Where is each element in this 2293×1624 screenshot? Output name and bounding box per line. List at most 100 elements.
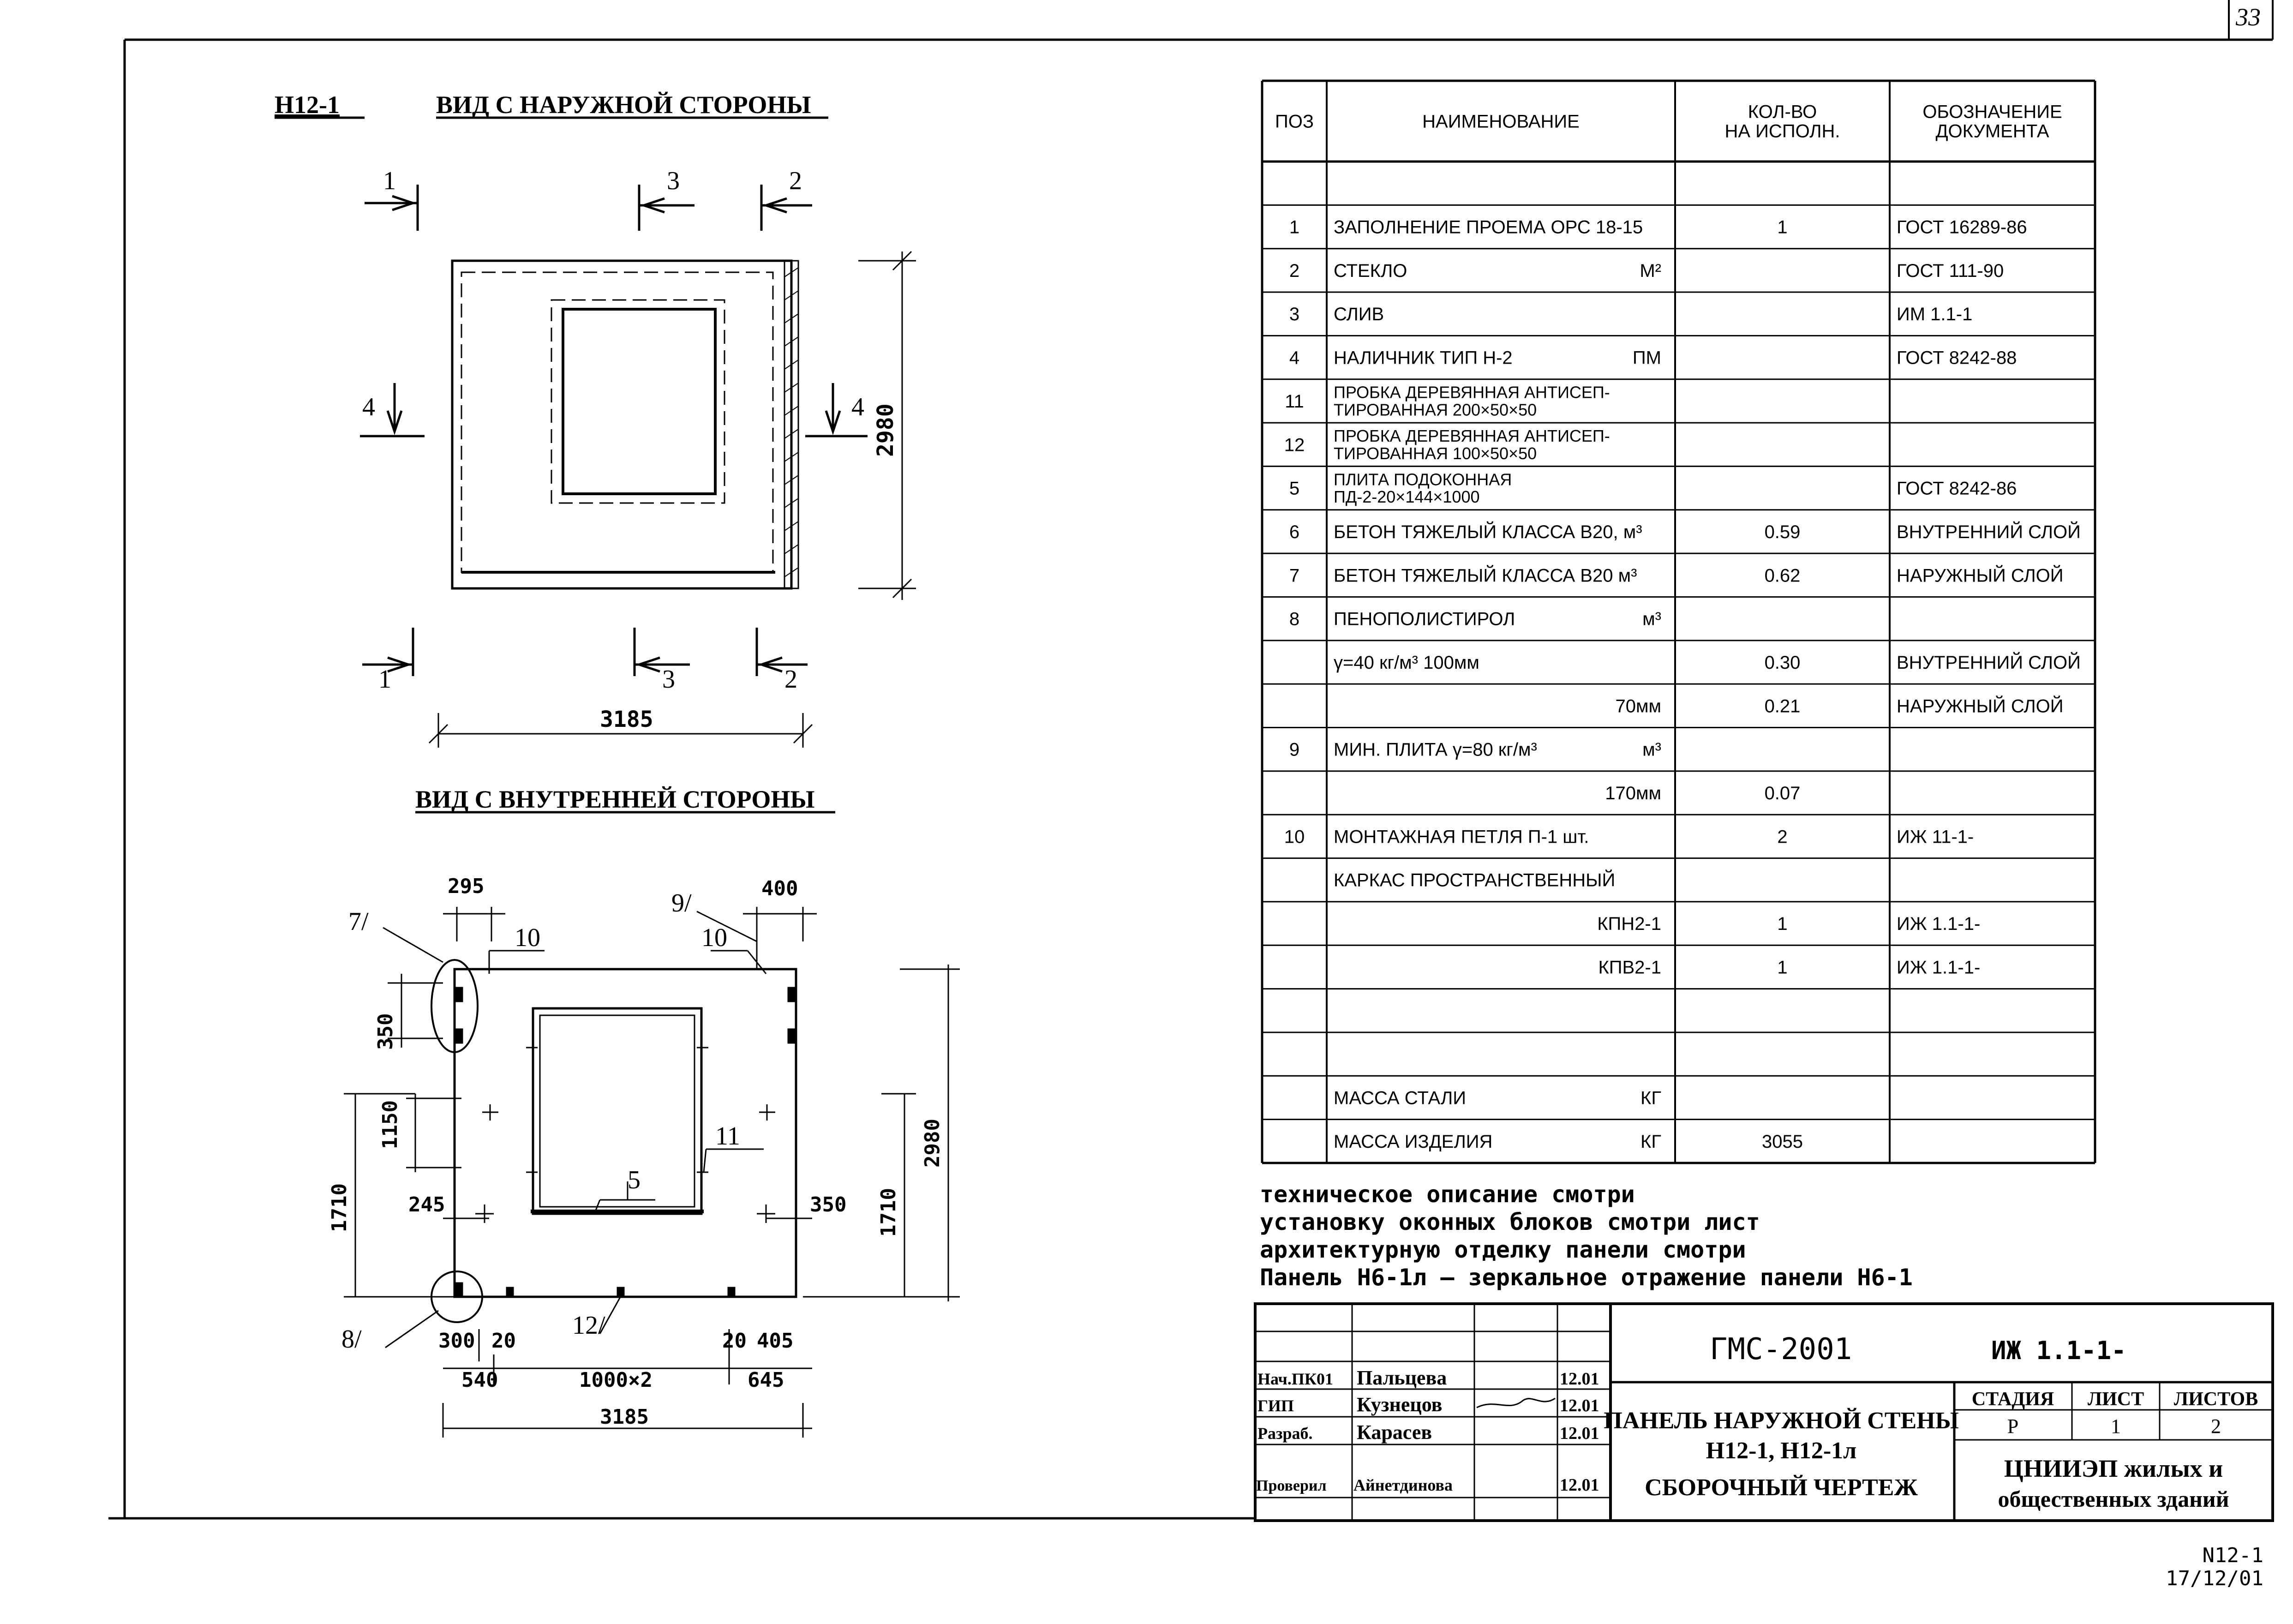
spec-row-qty: 1 — [1777, 217, 1787, 238]
spec-row-pos: 6 — [1289, 522, 1299, 542]
spec-row-doc: ГОСТ 111-90 — [1897, 261, 2004, 281]
spec-row-name: МАССА СТАЛИ — [1334, 1088, 1466, 1108]
title-block-grid — [1254, 1302, 2274, 1522]
spec-row-qty: 0.59 — [1765, 522, 1801, 542]
spec-row-name: КПВ2-1 — [1598, 957, 1661, 977]
spec-row-name: СЛИВ — [1334, 304, 1384, 324]
tb-org-2: общественных зданий — [1998, 1486, 2229, 1512]
spec-row-pos: 10 — [1284, 827, 1305, 847]
spec-row-name: γ=40 кг/м³ 100мм — [1334, 653, 1479, 673]
outer-panel-hatch — [784, 267, 799, 577]
cut-label-1-top: 1 — [383, 167, 396, 195]
tb-sheets-label: ЛИСТОВ — [2174, 1389, 2258, 1410]
spec-row-doc: ИЖ 11-1- — [1897, 827, 1974, 847]
spec-row-name: СТЕКЛО — [1334, 261, 1407, 281]
spec-row-doc: ВНУТРЕННИЙ СЛОЙ — [1897, 652, 2081, 673]
bottom-code: N12-1 — [2203, 1544, 2263, 1567]
tb-org-1: ЦНИИЭП жилых и — [2004, 1455, 2223, 1482]
spec-row-unit: КГ — [1640, 1088, 1661, 1108]
spec-row-pos: 4 — [1289, 348, 1299, 368]
leader-12: 12/ — [572, 1311, 605, 1340]
spec-row-unit: ПМ — [1633, 348, 1661, 368]
dim-2980: 2980 — [921, 1119, 944, 1168]
dim-20a: 20 — [491, 1329, 516, 1353]
spec-row-unit: м³ — [1642, 740, 1661, 760]
cut-label-2-top: 2 — [789, 167, 802, 195]
tb-signer-role-1: Нач.ПК01 — [1257, 1370, 1333, 1388]
dim-1150: 1150 — [378, 1100, 402, 1149]
tb-signer-name-2: Кузнецов — [1357, 1393, 1442, 1416]
tb-sheets: 2 — [2211, 1415, 2221, 1438]
dim-645: 645 — [748, 1368, 784, 1392]
leader-5: 5 — [628, 1166, 641, 1194]
tb-title-2: Н12-1, Н12-1л — [1706, 1438, 1857, 1464]
outer-panel — [451, 259, 799, 590]
note-line-1: техническое описание смотри — [1260, 1181, 1635, 1208]
spec-row-pos: 1 — [1289, 217, 1299, 238]
tb-signer-name-3: Карасев — [1357, 1421, 1432, 1444]
spec-row-doc: ИМ 1.1-1 — [1897, 304, 1972, 324]
title-block: ГМС-2001 ИЖ 1.1-1- ПАНЕЛЬ НАРУЖНОЙ СТЕНЫ… — [1254, 1302, 2274, 1522]
inner-leaders — [383, 911, 767, 1348]
spec-row-name: КПН2-1 — [1597, 914, 1661, 934]
dim-20b: 20 — [722, 1329, 747, 1353]
leader-7: 7/ — [348, 907, 369, 936]
spec-row-name-line-2: ПД-2-20×144×1000 — [1334, 487, 1480, 506]
outer-height-dim: 2980 — [873, 403, 898, 457]
spec-header-qty-line-2: НА ИСПОЛН. — [1725, 121, 1840, 142]
leader-9: 9/ — [671, 889, 692, 917]
spec-row-name: 170мм — [1605, 783, 1661, 803]
spec-header-name: НАИМЕНОВАНИЕ — [1422, 112, 1580, 132]
sheet-frame — [108, 0, 2274, 1520]
spec-row-name: КАРКАС ПРОСТРАНСТВЕННЫЙ — [1334, 869, 1615, 891]
spec-row-doc: ИЖ 1.1-1- — [1897, 914, 1980, 934]
dim-245: 245 — [408, 1193, 445, 1217]
spec-row-name: БЕТОН ТЯЖЕЛЫЙ КЛАССА В20 м³ — [1334, 564, 1637, 586]
dim-405: 405 — [757, 1329, 793, 1353]
spec-row-qty: 1 — [1777, 914, 1787, 934]
spec-row-qty: 2 — [1777, 827, 1787, 847]
tb-signer-date-4: 12.01 — [1560, 1475, 1599, 1495]
inner-dimensions — [344, 907, 960, 1438]
tb-signature-mark — [1476, 1397, 1556, 1408]
spec-header-qty-line-1: КОЛ-ВО — [1748, 102, 1817, 122]
tb-stage: Р — [2007, 1415, 2018, 1438]
spec-row-qty: 0.30 — [1765, 653, 1801, 673]
tb-signer-name-1: Пальцева — [1357, 1366, 1447, 1389]
section-marks — [360, 185, 868, 676]
tb-title-1: ПАНЕЛЬ НАРУЖНОЙ СТЕНЫ — [1604, 1408, 1958, 1434]
outer-view: Н12-1 ВИД С НАРУЖНОЙ СТОРОНЫ — [275, 91, 916, 748]
tb-stage-label: СТАДИЯ — [1972, 1389, 2054, 1410]
bottom-date: 17/12/01 — [2166, 1567, 2263, 1590]
spec-row-doc: ИЖ 1.1-1- — [1897, 957, 1980, 977]
tb-sheet-label: ЛИСТ — [2088, 1389, 2144, 1410]
tb-signer-date-2: 12.01 — [1560, 1396, 1599, 1415]
note-line-2: установку оконных блоков смотри лист — [1260, 1209, 1760, 1235]
tb-signer-date-3: 12.01 — [1560, 1424, 1599, 1443]
dim-540: 540 — [461, 1368, 498, 1392]
cut-label-3-bottom: 3 — [662, 665, 675, 694]
dim-350-top: 350 — [374, 1013, 397, 1050]
dim-1000x2: 1000×2 — [579, 1368, 653, 1392]
spec-row-pos: 12 — [1284, 435, 1305, 455]
outer-width-dim: 3185 — [600, 707, 653, 732]
spec-row-name: МИН. ПЛИТА γ=80 кг/м³ — [1334, 740, 1537, 760]
spec-row-qty: 0.62 — [1765, 565, 1801, 586]
spec-row-name-line-2: ТИРОВАННАЯ 100×50×50 — [1334, 444, 1537, 463]
spec-row-name: МОНТАЖНАЯ ПЕТЛЯ П-1 шт. — [1334, 827, 1589, 847]
cut-label-1-bottom: 1 — [378, 665, 391, 694]
spec-row-doc: ГОСТ 8242-88 — [1897, 348, 2017, 368]
spec-row-doc: ВНУТРЕННИЙ СЛОЙ — [1897, 521, 2081, 542]
spec-row-pos: 2 — [1289, 261, 1299, 281]
spec-header-doc-line-2: ДОКУМЕНТА — [1935, 121, 2049, 142]
spec-row-pos: 9 — [1289, 740, 1299, 760]
spec-row-qty: 1 — [1777, 957, 1787, 977]
spec-row-name: МАССА ИЗДЕЛИЯ — [1334, 1132, 1492, 1152]
cut-label-4-right: 4 — [851, 393, 864, 421]
notes: техническое описание смотри установку ок… — [1260, 1181, 1913, 1291]
tb-signer-name-4: Айнетдинова — [1353, 1476, 1453, 1494]
dim-1710-left: 1710 — [328, 1183, 351, 1232]
spec-row-doc: ГОСТ 8242-86 — [1897, 479, 2017, 499]
